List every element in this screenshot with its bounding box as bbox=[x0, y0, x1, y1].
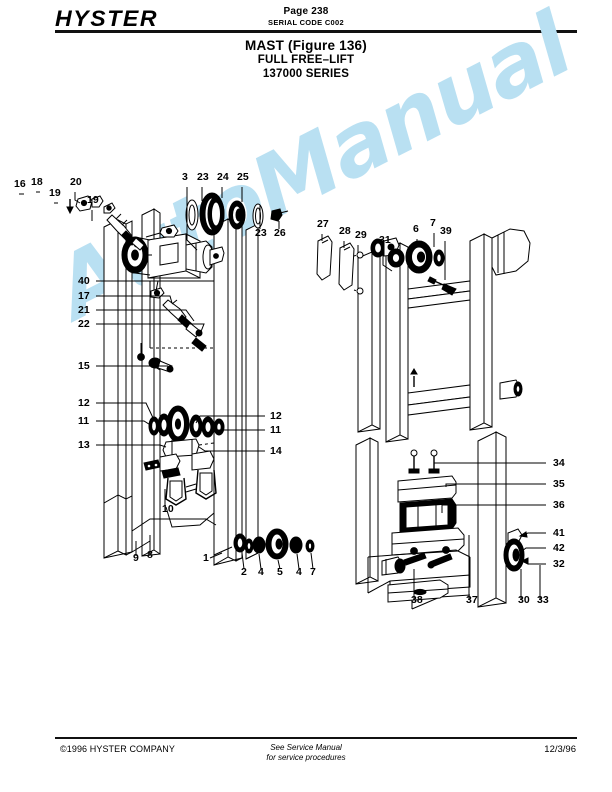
right-mast-left-inner-rail bbox=[385, 242, 409, 443]
callout-21: 21 bbox=[78, 304, 90, 316]
leader-arrowheads bbox=[518, 531, 529, 565]
right-side-boss bbox=[499, 379, 523, 400]
callout-11a: 11 bbox=[78, 415, 89, 427]
callout-17: 17 bbox=[78, 290, 90, 302]
right-mast-left-rail bbox=[357, 251, 381, 433]
callout-38: 38 bbox=[411, 594, 423, 606]
revision-date: 12/3/96 bbox=[544, 744, 576, 755]
service-manual-note-line2: for service procedures bbox=[266, 753, 346, 762]
callout-2: 2 bbox=[241, 566, 247, 578]
callout-31: 31 bbox=[379, 234, 391, 246]
callout-9: 9 bbox=[133, 552, 139, 564]
callout-35: 35 bbox=[553, 478, 565, 490]
callout-42: 42 bbox=[553, 542, 565, 554]
callout-33: 33 bbox=[537, 594, 549, 606]
callout-16: 16 bbox=[14, 178, 26, 190]
figure-title: MAST (Figure 136) FULL FREE–LIFT 137000 … bbox=[0, 38, 612, 81]
left-pin-train bbox=[66, 195, 145, 251]
footer-rule bbox=[55, 737, 577, 740]
callout-4b: 4 bbox=[296, 566, 302, 578]
right-mast-right-rail bbox=[469, 233, 493, 431]
callout-12b: 12 bbox=[270, 410, 282, 422]
left-mast-outer-rail bbox=[103, 219, 133, 559]
page-number: Page 238 bbox=[283, 6, 329, 17]
service-manual-note-line1: See Service Manual bbox=[270, 743, 342, 752]
callout-5: 5 bbox=[277, 566, 283, 578]
callout-8: 8 bbox=[147, 549, 153, 561]
left-lower-platform bbox=[131, 518, 217, 553]
right-bottom-block bbox=[399, 498, 457, 533]
callout-3: 3 bbox=[182, 171, 188, 183]
right-bottom-fittings bbox=[381, 546, 453, 576]
callout-10: 10 bbox=[162, 503, 174, 515]
callout-40: 40 bbox=[78, 275, 90, 287]
callout-numbers: 16 18 19 20 19 3 23 24 25 23 26 40 17 21… bbox=[14, 171, 565, 606]
left-assembly-right-rail bbox=[213, 218, 243, 566]
header-rule bbox=[55, 30, 577, 33]
callout-37: 37 bbox=[466, 594, 478, 606]
callout-11b: 11 bbox=[270, 424, 281, 436]
leader-lines bbox=[19, 187, 546, 599]
callout-19b: 19 bbox=[87, 194, 99, 206]
right-bottom-bolts bbox=[408, 449, 440, 474]
callout-1: 1 bbox=[203, 552, 209, 564]
serial-code: SERIAL CODE C002 bbox=[268, 18, 344, 27]
callout-39: 39 bbox=[440, 225, 452, 237]
right-frame-marker bbox=[410, 368, 418, 387]
callout-20: 20 bbox=[70, 176, 82, 188]
callout-23b: 23 bbox=[255, 227, 267, 239]
callout-25: 25 bbox=[237, 171, 249, 183]
callout-23a: 23 bbox=[197, 171, 209, 183]
callout-30: 30 bbox=[518, 594, 530, 606]
callout-18: 18 bbox=[31, 176, 43, 188]
right-mast-crossmembers bbox=[407, 280, 471, 416]
callout-41: 41 bbox=[553, 527, 565, 539]
callout-19a: 19 bbox=[49, 187, 61, 199]
callout-29: 29 bbox=[355, 229, 367, 241]
callout-24: 24 bbox=[217, 171, 229, 183]
right-bottom-bushing bbox=[503, 528, 525, 572]
left-assembly-right-inner-rail bbox=[245, 223, 259, 560]
callout-32: 32 bbox=[553, 558, 565, 570]
callout-27: 27 bbox=[317, 218, 329, 230]
callout-7a: 7 bbox=[310, 566, 316, 578]
right-bottom-base bbox=[391, 527, 465, 556]
figure-title-line3: 137000 SERIES bbox=[262, 68, 350, 80]
right-bottom-bracket bbox=[367, 549, 471, 610]
service-manual-note: See Service Manual for service procedure… bbox=[0, 743, 612, 763]
right-bottom-plate bbox=[397, 475, 457, 503]
callout-13: 13 bbox=[78, 439, 90, 451]
callout-14: 14 bbox=[270, 445, 282, 457]
callout-34: 34 bbox=[553, 457, 565, 469]
callout-7b: 7 bbox=[430, 217, 436, 229]
right-mast-shroud bbox=[491, 228, 531, 276]
left-bottom-wheel-stack bbox=[213, 528, 315, 560]
callout-22: 22 bbox=[78, 318, 90, 330]
callout-12a: 12 bbox=[78, 397, 90, 409]
left-roller-cluster bbox=[143, 405, 225, 528]
left-seal-stack bbox=[185, 192, 289, 236]
callout-15: 15 bbox=[78, 360, 90, 372]
hyster-logo: HYSTER bbox=[55, 6, 159, 31]
copyright-notice: ©1996 HYSTER COMPANY bbox=[60, 744, 175, 754]
figure-title-line1: MAST (Figure 136) bbox=[245, 38, 367, 53]
right-bottom-left-rail bbox=[355, 437, 379, 585]
right-bottom-rail bbox=[477, 431, 507, 608]
figure-title-line2: FULL FREE–LIFT bbox=[257, 54, 355, 66]
callout-4a: 4 bbox=[258, 566, 264, 578]
callout-36: 36 bbox=[553, 499, 565, 511]
callout-26: 26 bbox=[274, 227, 286, 239]
parts-diagram: 16 18 19 20 19 3 23 24 25 23 26 40 17 21… bbox=[0, 95, 612, 635]
right-top-exploded-parts bbox=[316, 235, 457, 296]
left-top-cylinder bbox=[185, 240, 225, 274]
callout-28: 28 bbox=[339, 225, 351, 237]
callout-6: 6 bbox=[413, 223, 419, 235]
